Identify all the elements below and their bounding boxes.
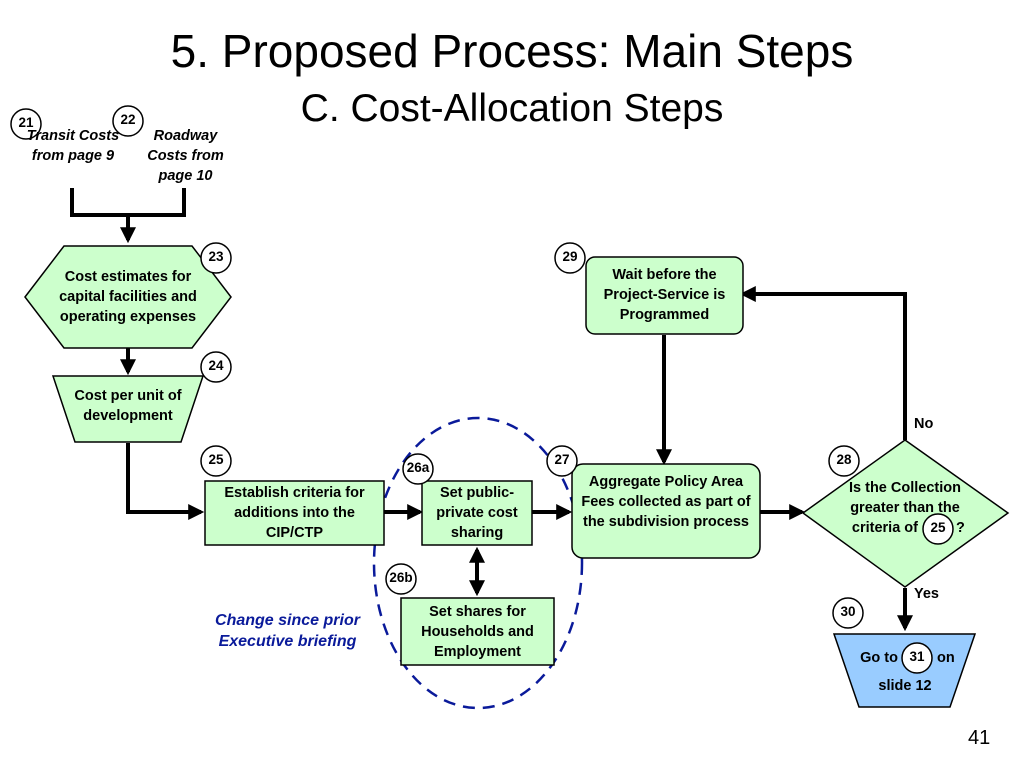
aggregate-fees-box — [571, 463, 761, 559]
step-number: 21 — [18, 115, 34, 130]
decision-text-line2: greater than the — [850, 500, 960, 516]
step-number: 25 — [208, 452, 224, 467]
step-badge-23 — [200, 242, 232, 274]
no-branch-label: No — [914, 416, 934, 432]
connector-unit-to-criteria — [126, 443, 205, 520]
step-number: 26b — [389, 570, 413, 585]
step-number: 29 — [562, 249, 578, 264]
go-on-text: on — [937, 650, 955, 666]
step-badge-26a — [402, 453, 434, 485]
cost-per-unit-label: Cost per unit of development — [74, 388, 182, 424]
step-badge-26b — [385, 563, 417, 595]
step-badge-25 — [200, 445, 232, 477]
establish-criteria-label: Establish criteria for additions into th… — [224, 485, 365, 541]
shares-box — [400, 597, 555, 666]
step-badge-28 — [828, 445, 860, 477]
shares-label: Set shares for Households and Employment — [421, 604, 534, 660]
public-private-sharing-label: Set public-private cost sharing — [436, 485, 518, 541]
cost-estimates-label: Cost estimates for capital facilities an… — [59, 269, 197, 325]
public-private-sharing-box — [421, 480, 533, 546]
step-badge-31 — [901, 642, 933, 674]
go-to-text: Go to — [860, 650, 898, 666]
step-number: 25 — [930, 520, 946, 535]
step-badge-29 — [554, 242, 586, 274]
step-number: 24 — [208, 358, 224, 373]
step-number: 28 — [836, 452, 852, 467]
transit-costs-label: Transit Costs from page 9 — [26, 128, 120, 164]
step-badge-30 — [832, 597, 864, 629]
wait-box — [585, 256, 744, 335]
connector-sources-to-estimates — [70, 188, 186, 240]
collection-decision-diamond — [801, 439, 1010, 588]
cost-estimates-hexagon — [24, 245, 232, 349]
connector-decision-no-to-wait — [739, 286, 907, 440]
cost-per-unit-trapezoid — [51, 375, 205, 443]
step-number: 23 — [208, 249, 224, 264]
step-badge-22 — [112, 105, 144, 137]
step-number: 22 — [120, 112, 136, 127]
step-number: 26a — [406, 460, 430, 475]
aggregate-fees-label: Aggregate Policy Area Fees collected as … — [581, 474, 751, 530]
roadway-costs-label: Roadway Costs from page 10 — [147, 128, 224, 184]
page-number: 41 — [968, 727, 991, 749]
step-number: 27 — [554, 452, 570, 467]
change-note: Change since prior Executive briefing — [215, 612, 360, 650]
step-number: 31 — [909, 649, 925, 664]
slide-subtitle: C. Cost-Allocation Steps — [300, 87, 724, 130]
slide-title: 5. Proposed Process: Main Steps — [170, 25, 854, 77]
step-number: 30 — [840, 604, 856, 619]
change-highlight-ellipse — [372, 416, 584, 710]
yes-branch-label: Yes — [914, 586, 939, 602]
wait-label: Wait before the Project-Service is Progr… — [603, 267, 726, 323]
decision-text-line1: Is the Collection — [849, 480, 961, 496]
step-badge-21 — [10, 108, 42, 140]
go-to-terminal-trapezoid — [832, 633, 977, 708]
go-slide-text: slide 12 — [878, 678, 932, 694]
establish-criteria-box — [204, 480, 385, 546]
step-badge-25-ref — [922, 513, 954, 545]
decision-text-line3: criteria of — [851, 520, 918, 536]
decision-question-mark: ? — [956, 520, 965, 536]
step-badge-24 — [200, 351, 232, 383]
step-badge-27 — [546, 445, 578, 477]
